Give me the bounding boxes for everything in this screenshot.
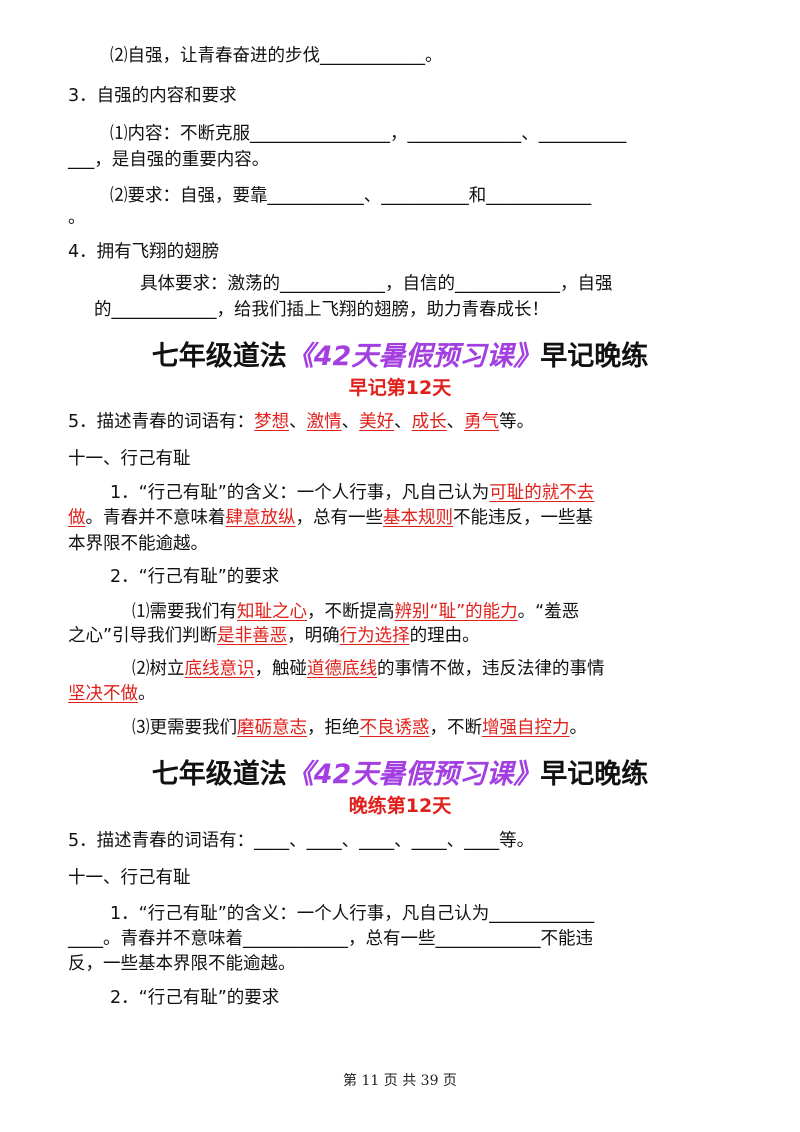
evening-p1-line1: 1．“行己有耻”的含义：一个人行事，凡自己认为____________ bbox=[110, 904, 595, 924]
morning-s1-line1: ⑴需要我们有知耻之心，不断提高辨别“耻”的能力。“羞恶 bbox=[132, 602, 580, 622]
evening-p2: 2．“行己有耻”的要求 bbox=[110, 988, 280, 1008]
morning-q5: 5．描述青春的词语有：梦想、激情、美好、成长、勇气等。 bbox=[68, 412, 535, 432]
heading-3-content-requirements: 3．自强的内容和要求 bbox=[68, 86, 237, 106]
item-2-self-strength: ⑵自强，让青春奋进的步伐____________。 bbox=[110, 46, 443, 66]
page-number: 第 11 页 共 39 页 bbox=[343, 1073, 457, 1089]
morning-heading-11: 十一、行己有耻 bbox=[68, 449, 191, 469]
morning-s1-line2: 之心”引导我们判断是非善恶，明确行为选择的理由。 bbox=[68, 626, 480, 646]
item-1-content: ⑴内容：不断克服________________，_____________、_… bbox=[110, 124, 627, 144]
morning-p2: 2．“行己有耻”的要求 bbox=[110, 567, 280, 587]
morning-subtitle: 早记第12天 bbox=[348, 377, 452, 399]
heading-4-wings: 4．拥有飞翔的翅膀 bbox=[68, 242, 220, 262]
item-2-requirements-cont: 。 bbox=[68, 208, 86, 228]
morning-title: 七年级道法《42天暑假预习课》早记晚练 bbox=[151, 341, 649, 372]
wings-requirements: 具体要求：激荡的____________，自信的____________，自强 bbox=[140, 274, 613, 294]
morning-p1-line2: 做。青春并不意味着肆意放纵，总有一些基本规则不能违反，一些基 bbox=[68, 508, 593, 528]
evening-p1-line3: 反，一些基本界限不能逾越。 bbox=[68, 954, 296, 974]
evening-p1-line2: ____。青春并不意味着____________，总有一些___________… bbox=[68, 929, 593, 949]
morning-s3: ⑶更需要我们磨砺意志，拒绝不良诱惑，不断增强自控力。 bbox=[132, 718, 587, 738]
evening-subtitle: 晚练第12天 bbox=[348, 795, 452, 817]
morning-p1-line3: 本界限不能逾越。 bbox=[68, 534, 208, 554]
morning-s2-line1: ⑵树立底线意识，触碰道德底线的事情不做，违反法律的事情 bbox=[132, 659, 605, 679]
evening-title: 七年级道法《42天暑假预习课》早记晚练 bbox=[151, 759, 649, 790]
evening-heading-11: 十一、行己有耻 bbox=[68, 868, 191, 888]
morning-s2-line2: 坚决不做。 bbox=[68, 684, 156, 704]
evening-q5: 5．描述青春的词语有：____、____、____、____、____等。 bbox=[68, 831, 535, 851]
wings-requirements-cont: 的____________，给我们插上飞翔的翅膀，助力青春成长！ bbox=[94, 300, 549, 320]
item-1-content-cont: ___，是自强的重要内容。 bbox=[68, 150, 270, 170]
item-2-requirements: ⑵要求：自强，要靠___________、__________和________… bbox=[110, 186, 592, 206]
morning-p1-line1: 1．“行己有耻”的含义：一个人行事，凡自己认为可耻的就不去 bbox=[110, 483, 595, 503]
